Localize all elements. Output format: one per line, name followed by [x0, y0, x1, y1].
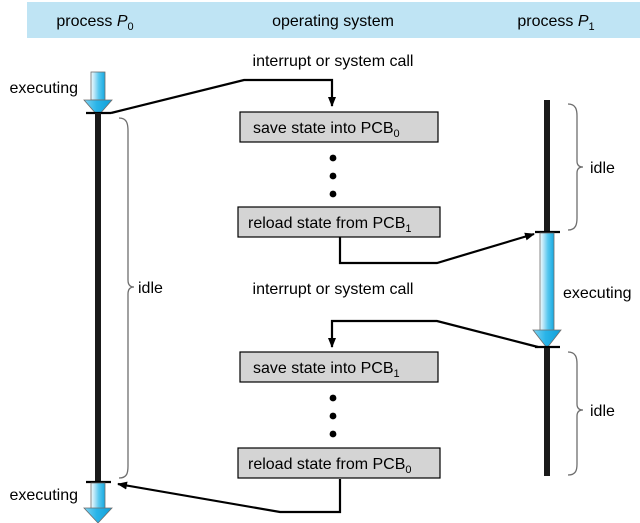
box-save-state-pcb0-label: save state into PCB0: [253, 120, 400, 140]
p0-idle-brace: [118, 117, 135, 479]
p1-idle-bar-bottom: [544, 348, 550, 476]
ellipsis-dot: [329, 412, 337, 420]
connector-os-to-p1: [338, 232, 535, 265]
box-reload-state-pcb1[interactable]: [237, 206, 441, 238]
ellipsis-dot: [329, 430, 337, 438]
ellipsis-dot: [329, 394, 337, 402]
p1-executing-label: executing: [563, 285, 632, 302]
connector-os-to-p0: [117, 479, 342, 514]
header-operating-system: operating system: [272, 13, 394, 30]
ellipsis-dot: [329, 154, 337, 162]
header-band: [27, 2, 640, 38]
box-save-state-pcb0[interactable]: [239, 111, 439, 143]
box-save-state-pcb1-label: save state into PCB1: [253, 360, 400, 380]
p0-executing-arrow-bottom: [83, 482, 113, 523]
box-reload-state-pcb0-label: reload state from PCB0: [248, 456, 412, 476]
header-process-p1: process P1: [517, 13, 594, 33]
p1-idle-brace-top: [567, 103, 584, 231]
ellipsis-dot: [329, 190, 337, 198]
box-reload-state-pcb1-label: reload state from PCB1: [248, 215, 412, 235]
box-save-state-pcb1[interactable]: [239, 351, 439, 383]
p1-executing-arrow: [532, 232, 562, 349]
p0-idle-bar: [95, 113, 101, 482]
ellipsis-dot: [329, 172, 337, 180]
p0-executing-arrow-top: [83, 71, 113, 117]
connector-p1-to-os: [328, 319, 539, 349]
p1-idle-label-bottom: idle: [590, 403, 615, 420]
p1-idle-label-top: idle: [590, 160, 615, 177]
p1-idle-brace-bottom: [567, 351, 584, 476]
header-process-p0: process P0: [56, 13, 133, 33]
p0-executing-label-bottom: executing: [10, 487, 79, 504]
p1-idle-bar-top: [544, 100, 550, 232]
interrupt-label-top: interrupt or system call: [253, 53, 414, 70]
connector-p0-to-os: [110, 78, 336, 115]
box-reload-state-pcb0[interactable]: [237, 447, 441, 479]
p0-idle-label: idle: [138, 280, 163, 297]
p0-executing-label-top: executing: [10, 80, 79, 97]
interrupt-label-bottom: interrupt or system call: [253, 281, 414, 298]
